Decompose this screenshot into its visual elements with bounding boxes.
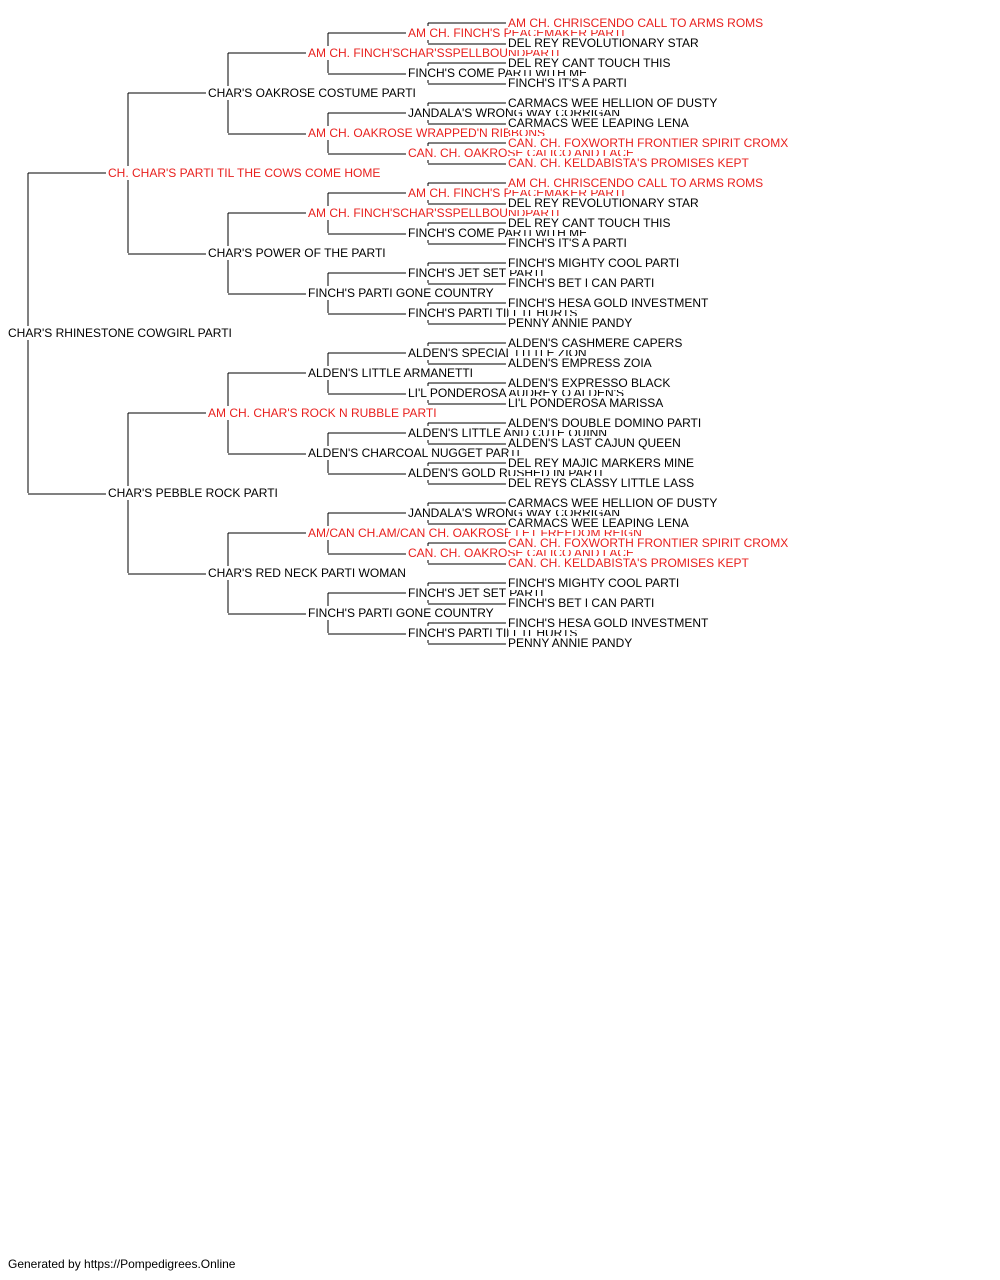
pedigree-pedigree-dam-sire-dam-dam-sire: DEL REY MAJIC MARKERS MINE <box>508 456 697 470</box>
pedigree-pedigree-dam-sire-sire-sire-dam: ALDEN'S EMPRESS ZOIA <box>508 356 654 370</box>
pedigree-pedigree-sire-dam-dam-sire-dam: FINCH'S BET I CAN PARTI <box>508 276 657 290</box>
pedigree-pedigree-sire-dam-sire-dam-sire: DEL REY CANT TOUCH THIS <box>508 216 673 230</box>
pedigree-pedigree-dam-dam-dam-dam-sire: FINCH'S HESA GOLD INVESTMENT <box>508 616 711 630</box>
pedigree-pedigree-dam-sire-dam-dam-dam: DEL REYS CLASSY LITTLE LASS <box>508 476 697 490</box>
pedigree-pedigree-sire-sire: CHAR'S OAKROSE COSTUME PARTI <box>208 86 418 100</box>
pedigree-pedigree-sire: CH. CHAR'S PARTI TIL THE COWS COME HOME <box>108 166 383 180</box>
pedigree-pedigree-dam-dam-dam-sire-dam: FINCH'S BET I CAN PARTI <box>508 596 657 610</box>
pedigree-pedigree-sire-dam-dam-dam-dam: PENNY ANNIE PANDY <box>508 316 635 330</box>
pedigree-pedigree-dam-sire-sire-sire-sire: ALDEN'S CASHMERE CAPERS <box>508 336 685 350</box>
pedigree-pedigree-sire-sire-sire-dam-dam: FINCH'S IT'S A PARTI <box>508 76 629 90</box>
pedigree-pedigree-sire-sire-dam-dam-sire: CAN. CH. FOXWORTH FRONTIER SPIRIT CROMX <box>508 136 791 150</box>
pedigree-pedigree-sire-dam-dam-dam-sire: FINCH'S HESA GOLD INVESTMENT <box>508 296 711 310</box>
pedigree-pedigree-dam: CHAR'S PEBBLE ROCK PARTI <box>108 486 280 500</box>
pedigree-pedigree-dam-dam-sire-dam-dam: CAN. CH. KELDABISTA'S PROMISES KEPT <box>508 556 751 570</box>
pedigree-pedigree-sire-sire-dam-sire-dam: CARMACS WEE LEAPING LENA <box>508 116 691 130</box>
pedigree-pedigree-sire-dam-sire-sire-sire: AM CH. CHRISCENDO CALL TO ARMS ROMS <box>508 176 766 190</box>
pedigree-pedigree-dam-dam-sire-sire-dam: CARMACS WEE LEAPING LENA <box>508 516 691 530</box>
pedigree-pedigree-dam-dam-dam: FINCH'S PARTI GONE COUNTRY <box>308 606 496 620</box>
pedigree-pedigree-sire-dam-dam-sire-sire: FINCH'S MIGHTY COOL PARTI <box>508 256 682 270</box>
pedigree-pedigree-dam-sire-dam-sire-dam: ALDEN'S LAST CAJUN QUEEN <box>508 436 683 450</box>
pedigree-pedigree-sire-sire-dam: AM CH. OAKROSE WRAPPED'N RIBBONS <box>308 126 547 140</box>
pedigree-pedigree-dam-sire-sire: ALDEN'S LITTLE ARMANETTI <box>308 366 475 380</box>
pedigree-pedigree-sire-dam: CHAR'S POWER OF THE PARTI <box>208 246 388 260</box>
pedigree-pedigree-dam-dam-sire-sire-sire: CARMACS WEE HELLION OF DUSTY <box>508 496 720 510</box>
pedigree-pedigree-dam-dam-dam-dam-dam: PENNY ANNIE PANDY <box>508 636 635 650</box>
pedigree-pedigree-dam-sire: AM CH. CHAR'S ROCK N RUBBLE PARTI <box>208 406 439 420</box>
pedigree-pedigree-sire-sire-sire-sire-dam: DEL REY REVOLUTIONARY STAR <box>508 36 701 50</box>
pedigree-pedigree-sire-dam-sire-dam-dam: FINCH'S IT'S A PARTI <box>508 236 629 250</box>
pedigree-pedigree-sire-sire-dam-sire-sire: CARMACS WEE HELLION OF DUSTY <box>508 96 720 110</box>
pedigree-pedigree-dam-dam-sire-dam-sire: CAN. CH. FOXWORTH FRONTIER SPIRIT CROMX <box>508 536 791 550</box>
footer-credit: Generated by https://Pompedigrees.Online <box>8 1257 236 1271</box>
pedigree-pedigree: CHAR'S RHINESTONE COWGIRL PARTI <box>8 326 234 340</box>
pedigree-pedigree-sire-sire-sire-sire-sire: AM CH. CHRISCENDO CALL TO ARMS ROMS <box>508 16 766 30</box>
pedigree-pedigree-dam-sire-sire-dam-dam: LI'L PONDEROSA MARISSA <box>508 396 666 410</box>
pedigree-pedigree-sire-dam-dam: FINCH'S PARTI GONE COUNTRY <box>308 286 496 300</box>
pedigree-pedigree-dam-dam: CHAR'S RED NECK PARTI WOMAN <box>208 566 408 580</box>
pedigree-pedigree-dam-dam-dam-sire-sire: FINCH'S MIGHTY COOL PARTI <box>508 576 682 590</box>
pedigree-pedigree-sire-sire-dam-dam-dam: CAN. CH. KELDABISTA'S PROMISES KEPT <box>508 156 751 170</box>
pedigree-pedigree-sire-dam-sire: AM CH. FINCH'SCHAR'SSPELLBOUNDPARTI <box>308 206 562 220</box>
pedigree-pedigree-dam-sire-sire-dam-sire: ALDEN'S EXPRESSO BLACK <box>508 376 673 390</box>
pedigree-pedigree-dam-sire-dam-sire-sire: ALDEN'S DOUBLE DOMINO PARTI <box>508 416 704 430</box>
pedigree-pedigree-sire-dam-sire-sire-dam: DEL REY REVOLUTIONARY STAR <box>508 196 701 210</box>
pedigree-pedigree-dam-sire-dam: ALDEN'S CHARCOAL NUGGET PARTI <box>308 446 522 460</box>
pedigree-pedigree-sire-sire-sire: AM CH. FINCH'SCHAR'SSPELLBOUNDPARTI <box>308 46 562 60</box>
pedigree-pedigree-sire-sire-sire-dam-sire: DEL REY CANT TOUCH THIS <box>508 56 673 70</box>
